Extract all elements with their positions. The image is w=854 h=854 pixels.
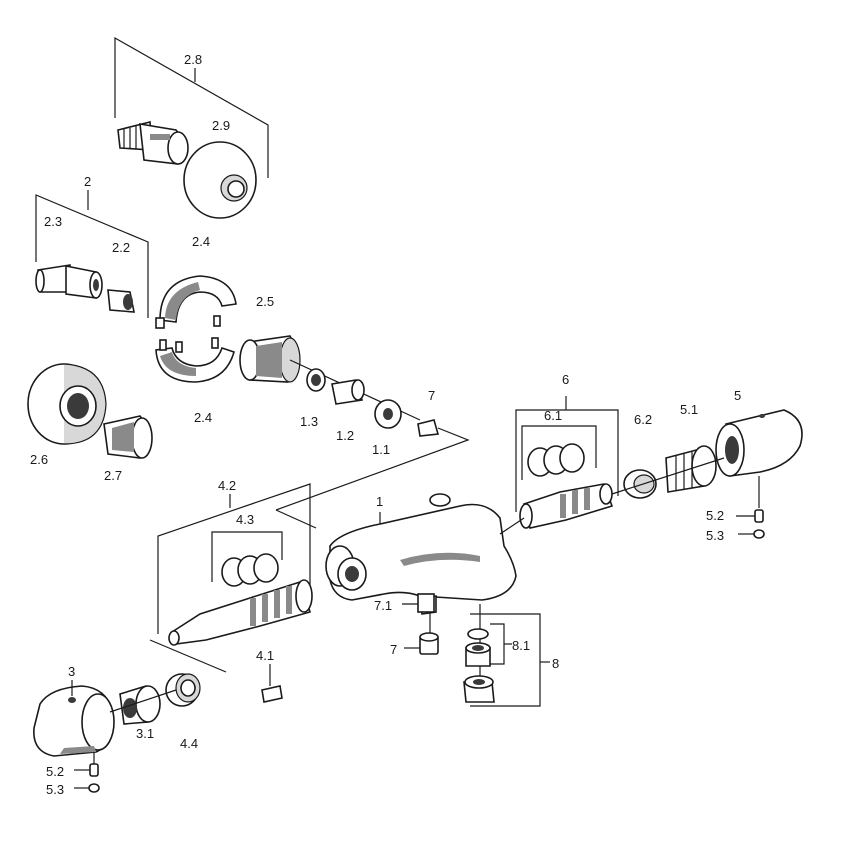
part-2-6-rosette [27,363,107,445]
part-5-2-screw-left [74,752,99,777]
label-2-8: 2.8 [184,52,202,67]
part-6-cartridge [519,483,614,529]
label-5-3-right: 5.3 [706,528,724,543]
part-2-5-cartridge-holder [239,335,301,383]
label-4-2: 4.2 [218,478,236,493]
part-2-7-sleeve [103,415,153,459]
label-2-3: 2.3 [44,214,62,229]
label-6-2: 6.2 [634,412,652,427]
bracket-4-2 [157,483,311,634]
label-2-9: 2.9 [212,118,230,133]
label-4-3: 4.3 [236,512,254,527]
label-7-1: 7.1 [374,598,392,613]
label-6: 6 [562,372,569,387]
bracket-4-3 [211,531,283,582]
part-2-2-nut [107,289,135,313]
label-6-1: 6.1 [544,408,562,423]
label-1-1: 1.1 [372,442,390,457]
part-2-4-clip-top [155,275,237,329]
bracket-6-1 [521,425,597,480]
part-5-handle-right [715,409,803,477]
label-2-4-top: 2.4 [192,234,210,249]
label-1: 1 [376,494,383,509]
label-8: 8 [552,656,559,671]
label-7-bottom: 7 [390,642,397,657]
part-5-3-cap-right [738,529,765,539]
label-1-2: 1.2 [336,428,354,443]
part-1-2-spindle [331,379,365,405]
bracket-2 [35,190,149,318]
label-2-7: 2.7 [104,468,122,483]
label-5-2-right: 5.2 [706,508,724,523]
part-5-2-screw-right [736,476,764,523]
part-8-nut [463,675,495,703]
label-1-3: 1.3 [300,414,318,429]
label-2-2: 2.2 [112,240,130,255]
part-2-8-connector [117,120,189,165]
leader-to-body-upper [275,427,470,511]
label-2-4-bottom: 2.4 [194,410,212,425]
part-5-3-cap-left [74,783,100,793]
label-8-1: 8.1 [512,638,530,653]
part-7-bottom-check-valve [404,632,439,655]
part-3-handle-left [33,685,115,757]
part-2-9-rosette [183,141,257,219]
label-5-2-left: 5.2 [46,764,64,779]
label-3: 3 [68,664,75,679]
part-4-1-screw [261,664,283,703]
part-7-1-fitting [417,593,435,613]
label-3-1: 3.1 [136,726,154,741]
part-1-1-nut [374,399,402,429]
label-5-3-left: 5.3 [46,782,64,797]
part-7-top-check-valve [417,419,440,437]
label-2-5: 2.5 [256,294,274,309]
label-4-1: 4.1 [256,648,274,663]
label-7-top: 7 [428,388,435,403]
part-6-1-o-rings [527,443,585,477]
part-2-3-sleeve [35,264,103,299]
part-8-1-seal [465,628,491,667]
label-2-6: 2.6 [30,452,48,467]
leader-body-from-upper [275,509,317,529]
part-2-4-clip-bottom [155,337,235,383]
part-1-3-ring [306,368,326,392]
bracket-8-1 [490,623,512,665]
axis-line-left [109,689,177,713]
part-6-2-ring [623,469,657,499]
axis-line-body-right [499,517,525,535]
part-4-3-o-rings [221,553,279,587]
bracket-8 [470,613,550,707]
label-5: 5 [734,388,741,403]
axis-line-right [611,457,725,495]
leader-4-2-lower [149,639,227,673]
part-4-2-thermostat-cartridge [168,579,313,646]
bracket-6 [515,396,619,512]
part-3-1-nut [119,685,161,725]
part-4-4-ring [165,673,201,707]
label-2: 2 [84,174,91,189]
bracket-2-8 [114,36,269,178]
part-1-mixer-body [325,493,517,615]
label-4-4: 4.4 [180,736,198,751]
label-5-1: 5.1 [680,402,698,417]
